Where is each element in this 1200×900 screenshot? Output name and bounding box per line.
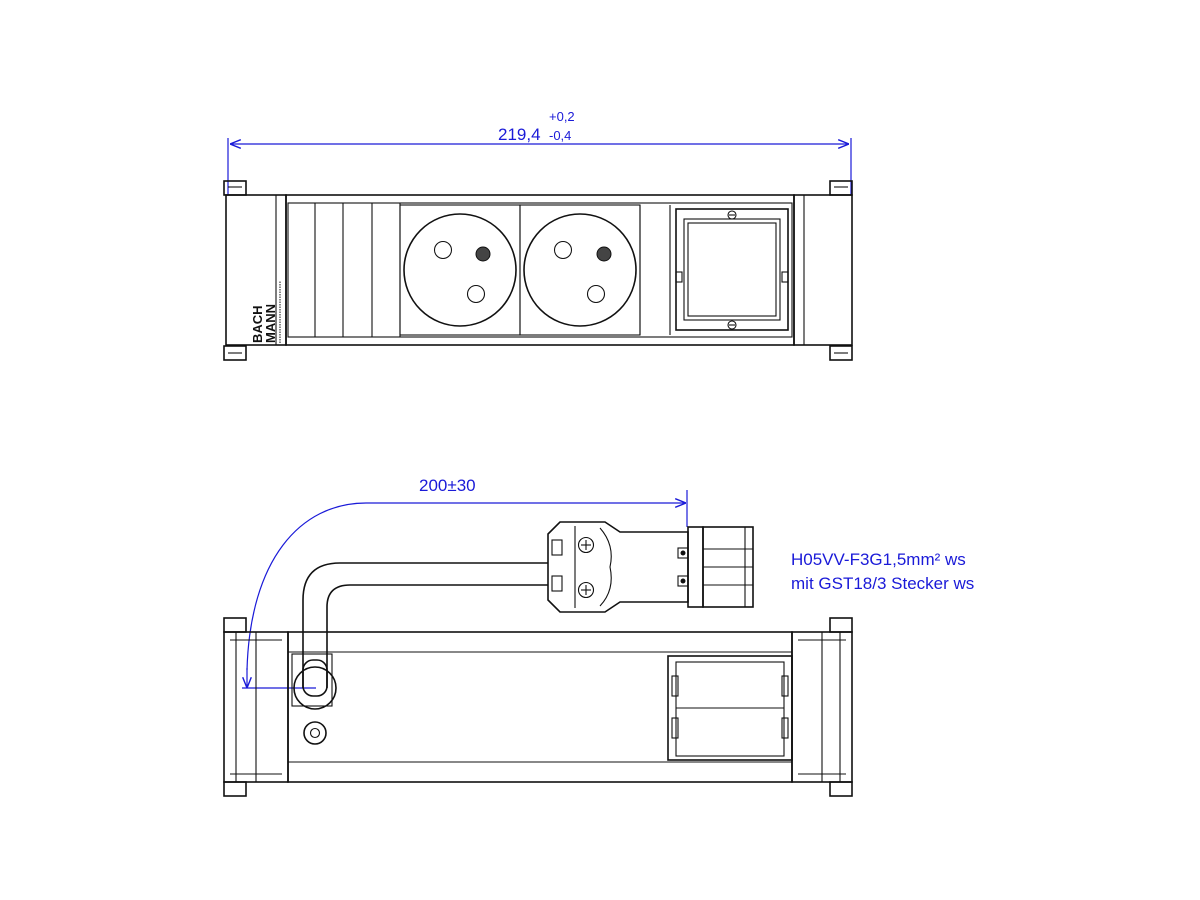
empty-module-frame	[675, 208, 789, 331]
cable	[302, 562, 548, 688]
earth-pin-icon	[596, 246, 612, 262]
socket-hole	[433, 240, 453, 260]
cable-length-dimension: 200±30	[242, 476, 688, 689]
screw-icon	[303, 721, 327, 745]
side-left-end-cap	[223, 617, 289, 797]
top-body	[285, 194, 795, 346]
overall-length-dimension: 219,4 +0,2 -0,4	[227, 109, 852, 195]
socket-hole	[553, 240, 573, 260]
screw-icon	[727, 210, 737, 220]
socket-module-2	[519, 204, 641, 336]
side-view: 200±30	[223, 476, 974, 797]
screw-icon	[577, 536, 595, 554]
earth-pin-icon	[475, 246, 491, 262]
cable-spec-line-2: mit GST18/3 Stecker ws	[791, 574, 974, 593]
cable-length-label: 200±30	[419, 476, 476, 495]
screw-icon	[727, 320, 737, 330]
socket-hole	[466, 284, 486, 304]
screw-icon	[577, 581, 595, 599]
gst18-connector	[547, 521, 754, 613]
blank-modules	[314, 203, 401, 337]
right-end-cap	[793, 180, 853, 361]
tolerance-minus-label: -0,4	[549, 128, 571, 143]
top-view: 219,4 +0,2 -0,4 BACH MANN	[223, 109, 853, 361]
tolerance-plus-label: +0,2	[549, 109, 575, 124]
brand-text-line2: MANN	[263, 304, 278, 343]
overall-length-label: 219,4	[498, 125, 541, 144]
bachmann-logo: BACH MANN	[250, 281, 281, 343]
cable-spec-line-1: H05VV-F3G1,5mm² ws	[791, 550, 966, 569]
socket-module-1	[399, 204, 521, 336]
cable-gland	[291, 653, 337, 745]
side-module-frame	[667, 655, 793, 761]
brand-text-line1: BACH	[250, 305, 265, 343]
socket-hole	[586, 284, 606, 304]
side-right-end-cap	[791, 617, 853, 797]
